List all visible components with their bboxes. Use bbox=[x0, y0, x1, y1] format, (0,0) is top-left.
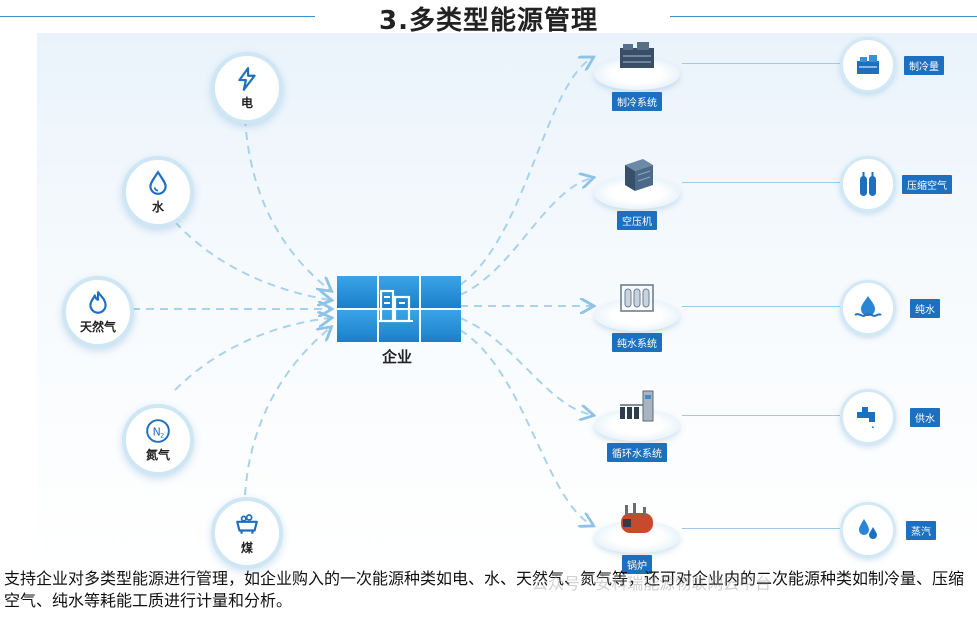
gas-cylinders-icon bbox=[860, 172, 876, 196]
system-label: 纯水系统 bbox=[612, 333, 662, 352]
steam-drops-icon bbox=[859, 519, 877, 539]
gas-flame-icon bbox=[89, 290, 107, 314]
connector-boiler bbox=[682, 528, 840, 529]
flow-nitrogen bbox=[174, 318, 330, 391]
connector-chiller bbox=[682, 63, 840, 64]
diagram-canvas bbox=[37, 33, 977, 563]
coal-cart-icon bbox=[236, 513, 258, 534]
boiler-icon bbox=[621, 503, 653, 533]
source-label: 煤 bbox=[240, 540, 253, 555]
source-water: 水 bbox=[122, 156, 194, 228]
output-compressed-air bbox=[840, 156, 896, 212]
flow-electricity bbox=[244, 117, 330, 290]
circulation-pump-icon bbox=[620, 390, 654, 422]
output-label: 纯水 bbox=[910, 299, 940, 318]
source-label: 电 bbox=[240, 95, 253, 110]
page-title: 3.多类型能源管理 bbox=[379, 6, 598, 36]
connector-circulation bbox=[682, 415, 840, 416]
flow-coal bbox=[244, 328, 330, 496]
output-label: 供水 bbox=[910, 408, 940, 427]
enterprise-label: 企业 bbox=[381, 348, 412, 366]
source-electricity: 电 bbox=[211, 52, 283, 124]
chiller-unit-icon bbox=[620, 42, 654, 68]
source-natural-gas: 天然气 bbox=[62, 276, 134, 348]
system-label: 空压机 bbox=[617, 211, 657, 230]
enterprise-block bbox=[337, 276, 461, 342]
system-label: 制冷系统 bbox=[612, 92, 662, 111]
cooling-unit-icon bbox=[857, 55, 879, 74]
system-label: 循环水系统 bbox=[607, 443, 667, 462]
title-rule-right bbox=[670, 16, 977, 17]
output-cooling bbox=[840, 37, 896, 93]
caption-text: 支持企业对多类型能源进行管理，如企业购入的一次能源种类如电、水、天然气、氮气等，… bbox=[4, 569, 965, 610]
flow-to-circulation bbox=[459, 317, 592, 415]
output-pure-water bbox=[840, 280, 896, 336]
flow-to-boiler bbox=[459, 329, 592, 525]
system-label: 锅炉 bbox=[622, 555, 652, 574]
water-drop-icon bbox=[149, 169, 167, 195]
connector-pure-water bbox=[682, 306, 840, 307]
output-label: 压缩空气 bbox=[902, 175, 952, 194]
svg-text:N: N bbox=[153, 425, 161, 438]
source-label: 天然气 bbox=[79, 319, 116, 334]
connector-compressor bbox=[682, 182, 840, 183]
faucet-icon bbox=[857, 407, 875, 429]
system-boiler: 锅炉 bbox=[592, 499, 682, 579]
flow-to-compressor bbox=[459, 178, 592, 296]
source-coal: 煤 bbox=[211, 497, 283, 569]
svg-text:2: 2 bbox=[160, 431, 164, 439]
flow-to-chiller bbox=[459, 58, 592, 286]
system-pure-water: 纯水系统 bbox=[592, 277, 682, 357]
output-label: 蒸汽 bbox=[906, 521, 936, 540]
title-bar: 3.多类型能源管理 bbox=[0, 0, 977, 36]
watermark: 公众号 · 安科瑞能源物联网云平台 bbox=[532, 574, 772, 593]
system-air-compressor: 空压机 bbox=[592, 155, 682, 235]
pure-water-icon bbox=[854, 296, 882, 317]
lightning-icon bbox=[238, 66, 256, 91]
enterprise-building-icon bbox=[377, 289, 413, 323]
title-rule-left bbox=[0, 16, 315, 17]
water-treatment-icon bbox=[620, 284, 654, 312]
source-label: 水 bbox=[151, 199, 164, 214]
source-label: 氮气 bbox=[145, 447, 170, 462]
flow-water bbox=[174, 221, 330, 300]
system-circulation-water: 循环水系统 bbox=[592, 387, 682, 467]
system-chiller: 制冷系统 bbox=[592, 36, 682, 116]
air-compressor-icon bbox=[625, 159, 653, 191]
output-water-supply bbox=[840, 389, 896, 445]
output-label: 制冷量 bbox=[904, 56, 944, 75]
output-steam bbox=[840, 502, 896, 558]
